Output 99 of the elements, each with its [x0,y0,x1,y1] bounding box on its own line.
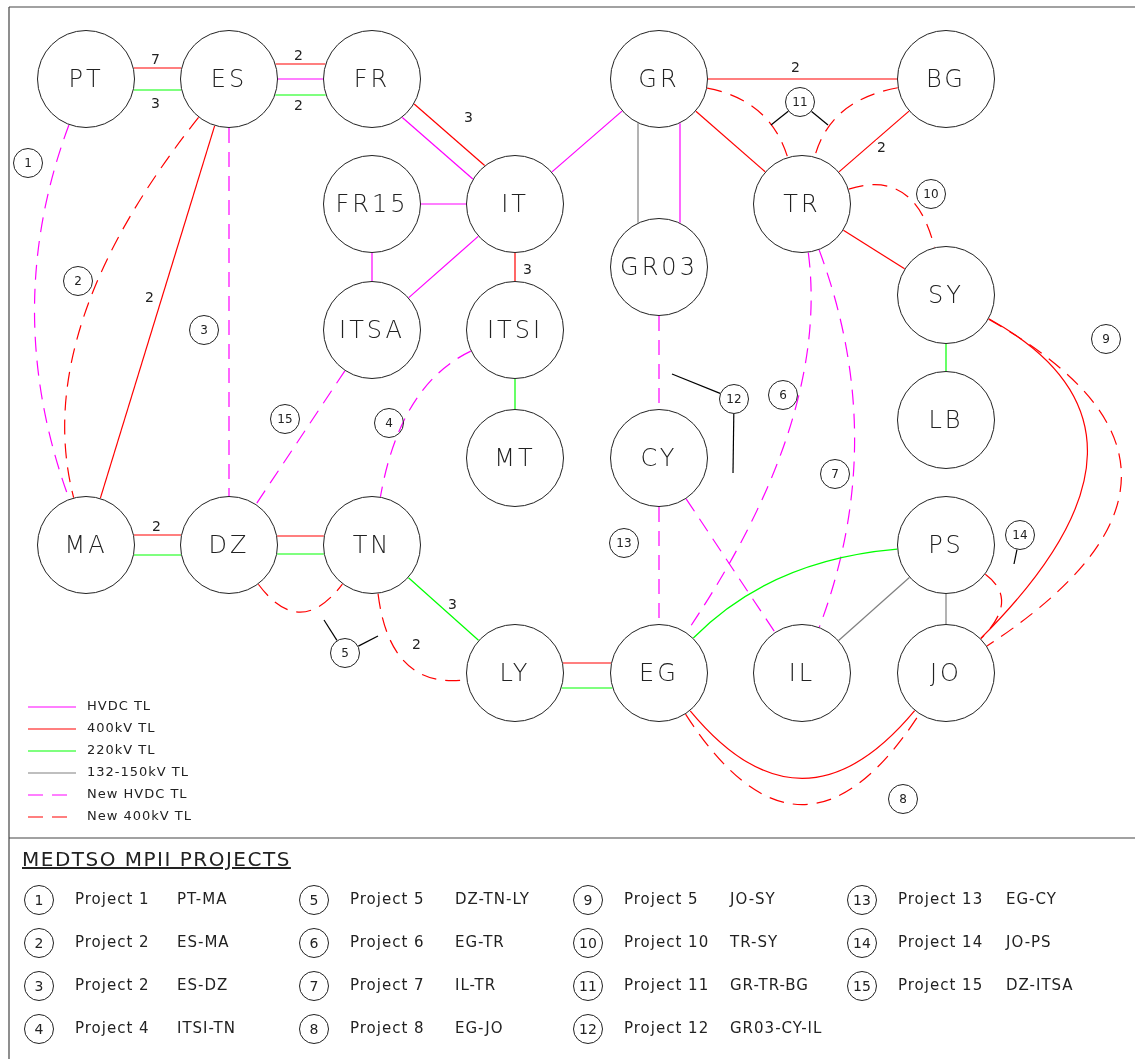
project-route: ITSI-TN [177,1019,236,1037]
transmission-line [818,249,856,628]
edge-label: 3 [150,96,161,110]
leader-line [770,110,789,126]
transmission-line [695,110,766,173]
edge-label: 2 [293,98,304,112]
transmission-line [407,577,480,641]
transmission-line [257,583,343,613]
transmission-line [277,78,324,80]
leader-line [811,110,829,126]
project-name: Project 15 [898,976,984,994]
transmission-line [401,116,474,180]
transmission-line [685,498,776,633]
transmission-line [276,535,325,537]
edge-label: 2 [144,290,155,304]
transmission-line [514,252,516,282]
transmission-line [679,122,681,224]
legend-label: 132-150kV TL [87,764,190,780]
transmission-line [275,63,326,65]
legend-label: New HVDC TL [87,786,188,802]
section-title: MEDTSO MPII PROJECTS [22,847,291,871]
leader-line [1013,549,1018,565]
project-route: DZ-TN-LY [455,890,530,908]
transmission-line [408,235,479,299]
edge-label: 3 [522,262,533,276]
project-name: Project 6 [350,933,425,951]
project-name: Project 5 [350,890,425,908]
edge-label: 3 [463,110,474,124]
project-name: Project 2 [75,933,150,951]
edge-label: 2 [293,48,304,62]
legend-label: 220kV TL [87,742,156,758]
transmission-line [561,687,613,689]
project-name: Project 12 [624,1019,710,1037]
transmission-line [692,548,898,639]
leader-line [357,635,379,647]
edge-label: 2 [790,60,801,74]
transmission-line [133,67,182,69]
transmission-line [838,110,910,173]
transmission-line [689,710,916,779]
transmission-line [945,593,947,625]
project-route: EG-TR [455,933,505,951]
transmission-line [945,343,947,372]
project-route: TR-SY [730,933,779,951]
project-route: JO-SY [730,890,776,908]
project-route: GR03-CY-IL [730,1019,823,1037]
project-route: GR-TR-BG [730,976,809,994]
transmission-line [842,229,906,270]
project-name: Project 5 [624,890,699,908]
project-name: Project 14 [898,933,984,951]
transmission-line [684,713,920,806]
legend-label: New 400kV TL [87,808,193,824]
transmission-line [99,125,216,499]
transmission-line [514,378,516,410]
transmission-line [371,252,373,282]
transmission-line [980,573,1003,640]
project-name: Project 7 [350,976,425,994]
transmission-line [379,350,472,498]
transmission-line [64,116,200,499]
project-route: PT-MA [177,890,228,908]
project-name: Project 4 [75,1019,150,1037]
leader-line [732,413,735,474]
project-route: EG-JO [455,1019,504,1037]
project-name: Project 10 [624,933,710,951]
transmission-line [986,318,1122,647]
transmission-line [133,554,182,556]
transmission-line [707,78,898,80]
project-route: JO-PS [1006,933,1052,951]
transmission-line [133,534,182,536]
project-route: EG-CY [1006,890,1057,908]
edge-label: 2 [876,140,887,154]
project-route: ES-DZ [177,976,229,994]
project-name: Project 2 [75,976,150,994]
leader-line [323,619,338,641]
transmission-line [228,127,230,497]
transmission-line [133,89,182,91]
legend-label: HVDC TL [87,698,152,714]
project-name: Project 11 [624,976,710,994]
edge-label: 3 [447,597,458,611]
project-route: DZ-ITSA [1006,976,1074,994]
project-route: IL-TR [455,976,497,994]
leader-line [671,373,721,394]
transmission-line [255,370,346,505]
transmission-line [838,576,910,642]
project-route: ES-MA [177,933,230,951]
edge-label: 2 [151,519,162,533]
transmission-line [637,122,639,224]
transmission-line [274,94,327,96]
project-name: Project 8 [350,1019,425,1037]
edge-label: 7 [150,52,161,66]
transmission-line [706,87,789,158]
project-name: Project 1 [75,890,150,908]
transmission-line [420,203,467,205]
edge-label: 2 [411,637,422,651]
transmission-line [276,553,325,555]
transmission-line [551,110,623,173]
transmission-line [413,103,486,167]
legend-label: 400kV TL [87,720,156,736]
project-name: Project 13 [898,890,984,908]
transmission-line [562,662,612,664]
